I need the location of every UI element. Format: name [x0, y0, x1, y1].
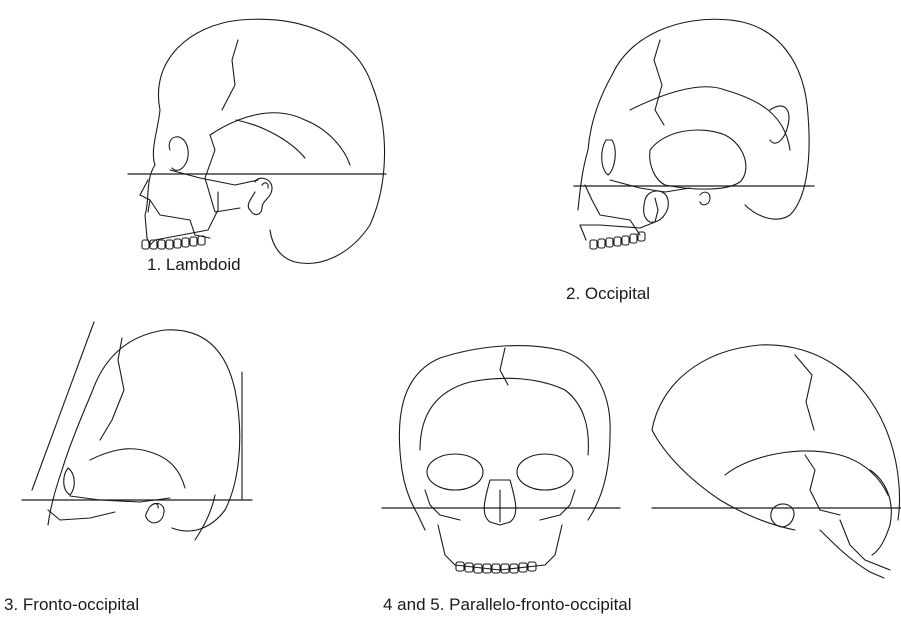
ear-canal — [152, 504, 158, 508]
skull-parallelo-frontal — [382, 346, 620, 573]
caption-lambdoid: 1. Lambdoid — [147, 256, 241, 273]
ear-canal — [262, 183, 268, 188]
lambdoid-suture — [630, 87, 790, 150]
frontal-board-line — [32, 322, 94, 490]
mastoid-fronto — [146, 503, 164, 522]
caption-occipital: 2. Occipital — [566, 285, 650, 302]
occipital-lobe-bulge — [770, 106, 789, 143]
maxilla — [150, 200, 210, 238]
temporal-squama — [650, 130, 746, 189]
temporal-squama — [236, 120, 305, 158]
zygomatic-arch — [70, 496, 170, 502]
orbit — [169, 137, 188, 170]
mandible-parallelo — [820, 530, 884, 578]
skull-fronto-occipital — [22, 322, 252, 540]
frontal-profile — [145, 110, 160, 245]
right-orbit — [517, 454, 573, 490]
left-orbit — [427, 454, 483, 490]
teeth-lambdoid — [142, 236, 205, 249]
caption-parallelo-fronto-occipital: 4 and 5. Parallelo-fronto-occipital — [383, 596, 632, 613]
temporal-region — [805, 455, 840, 515]
occipital-contour — [195, 495, 215, 540]
ear-canal — [700, 192, 710, 205]
inner-vault-contour — [420, 378, 588, 455]
maxilla — [48, 510, 115, 520]
right-zygoma — [540, 490, 575, 520]
coronal-suture — [654, 40, 664, 125]
lambdoid-suture — [210, 113, 350, 165]
frontal-profile — [578, 75, 612, 210]
mastoid-lambdoid — [248, 178, 272, 214]
temporal-squama — [90, 449, 185, 488]
frontal-profile — [48, 392, 92, 525]
skull-lambdoid — [128, 19, 386, 263]
skull-occipital — [574, 19, 814, 249]
left-temporal — [402, 470, 425, 530]
caption-fronto-occipital: 3. Fronto-occipital — [4, 596, 139, 613]
coronal-suture — [100, 338, 124, 440]
coronal-suture — [795, 355, 814, 430]
teeth-occipital — [590, 232, 645, 249]
zygomatic-arch — [170, 170, 258, 185]
cranial-vault-outline — [399, 346, 610, 520]
skull-parallelo-lateral — [652, 345, 901, 578]
left-zygoma — [425, 490, 460, 520]
orbit — [602, 140, 615, 175]
coronal-suture — [222, 40, 238, 110]
frontal-profile — [652, 430, 795, 530]
cranial-vault-outline — [652, 345, 899, 520]
sagittal-suture — [500, 348, 508, 385]
orbit — [64, 468, 75, 495]
maxilla-parallelo — [840, 520, 890, 570]
